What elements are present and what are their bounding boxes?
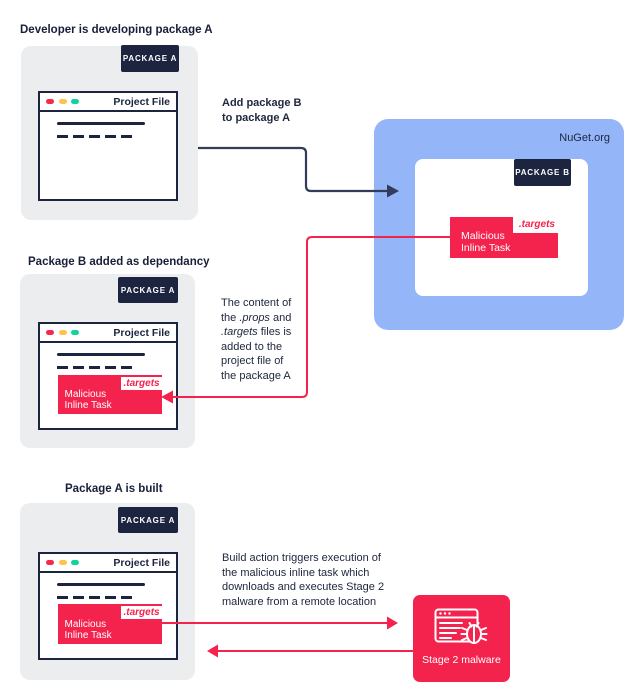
download-request-arrow: [162, 616, 398, 630]
traffic-light-yellow-icon: [58, 329, 67, 336]
code-line-dashed: [57, 135, 132, 138]
traffic-light-green-icon: [71, 98, 79, 105]
traffic-light-red-icon: [46, 98, 54, 105]
malware-return-arrow: [207, 644, 413, 658]
window-title: Project File: [113, 556, 170, 569]
targets-file-tab: .targets: [120, 605, 163, 619]
malicious-task-box-nuget: .targets Malicious Inline Task: [450, 217, 558, 258]
malicious-task-box-step2: .targets Malicious Inline Task: [57, 374, 163, 414]
traffic-light-green-icon: [71, 329, 79, 336]
targets-file-tab: .targets: [513, 217, 558, 233]
malicious-task-box-step3: .targets Malicious Inline Task: [57, 603, 163, 644]
window-title: Project File: [113, 326, 170, 339]
step1-heading: Developer is developing package A: [20, 24, 213, 36]
arrow-right-icon: [387, 616, 398, 630]
code-line-solid: [57, 353, 145, 356]
window-title: Project File: [113, 95, 170, 108]
arrow-left-icon: [207, 644, 218, 658]
nuget-title: NuGet.org: [559, 132, 610, 144]
traffic-light-red-icon: [46, 329, 54, 336]
malicious-task-label: Malicious Inline Task: [461, 230, 511, 254]
add-package-label: Add package B to package A: [222, 97, 302, 124]
malicious-task-label: Malicious Inline Task: [64, 618, 112, 642]
window-titlebar: Project File: [40, 554, 176, 573]
add-package-arrow: [198, 146, 399, 198]
traffic-light-red-icon: [46, 559, 54, 566]
traffic-light-green-icon: [71, 559, 79, 566]
step2-package-a-tag: PACKAGE A: [118, 277, 178, 303]
traffic-light-yellow-icon: [58, 559, 67, 566]
step1-project-file-window: Project File: [38, 91, 178, 201]
stage2-malware-label: Stage 2 malware: [422, 654, 501, 666]
code-line-solid: [57, 122, 145, 125]
step3-package-a-tag: PACKAGE A: [118, 507, 178, 533]
code-line-solid: [57, 583, 145, 586]
window-titlebar: Project File: [40, 324, 176, 343]
step3-project-file-window: Project File .targets Malicious Inline T…: [38, 552, 178, 660]
stage2-malware-box: Stage 2 malware: [413, 595, 510, 682]
step2-project-file-window: Project File .targets Malicious Inline T…: [38, 322, 178, 430]
malicious-task-label: Malicious Inline Task: [64, 388, 112, 412]
targets-file-tab: .targets: [120, 376, 163, 390]
window-titlebar: Project File: [40, 93, 176, 112]
step1-package-a-tag: PACKAGE A: [121, 45, 179, 72]
malware-browser-bug-icon: [434, 608, 487, 644]
code-line-dashed: [57, 366, 132, 369]
traffic-light-yellow-icon: [58, 98, 67, 105]
step3-heading: Package A is built: [65, 483, 163, 495]
props-targets-note: The content of the .props and .targets f…: [221, 297, 292, 382]
package-b-tag: PACKAGE B: [514, 159, 571, 186]
build-action-note: Build action triggers execution of the m…: [222, 552, 385, 608]
code-line-dashed: [57, 596, 132, 599]
step2-heading: Package B added as dependancy: [28, 256, 210, 268]
